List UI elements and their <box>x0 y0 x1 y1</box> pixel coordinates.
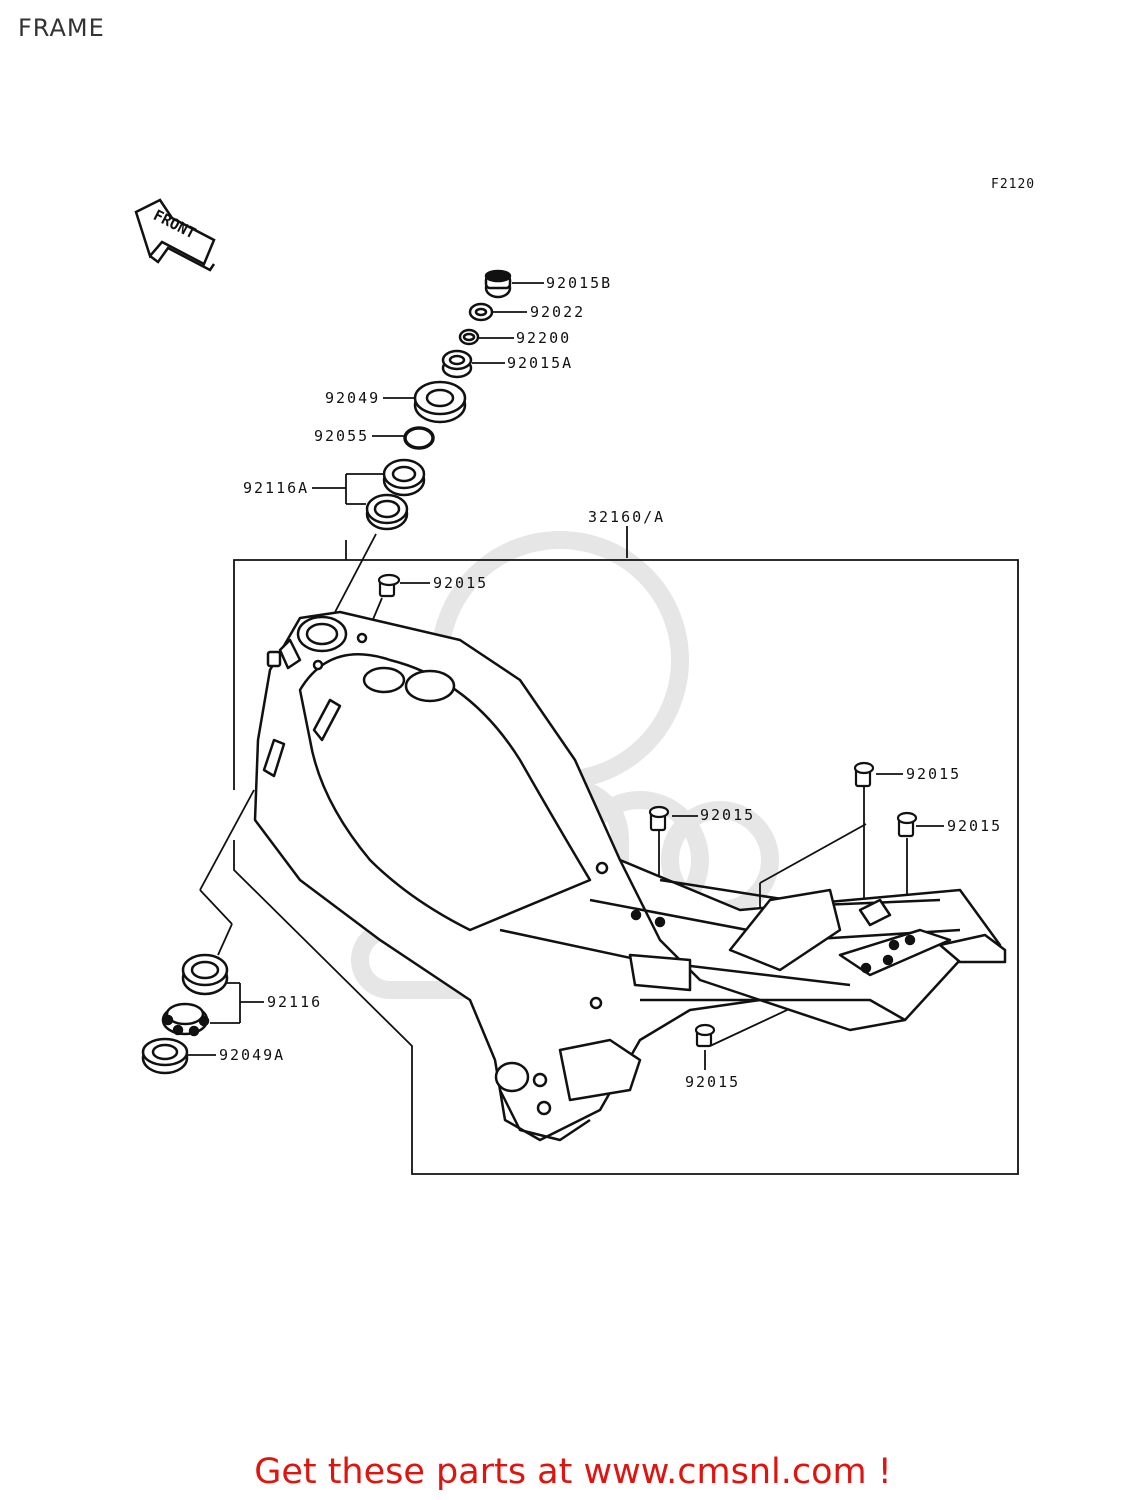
page-title: FRAME <box>18 14 105 42</box>
part-92015a <box>441 349 473 379</box>
bolt-92015-right1 <box>853 761 875 788</box>
part-labels: 92015B 92022 92200 92015A 92049 92055 92… <box>219 274 1002 1091</box>
lower-bearing-parts <box>141 953 229 1075</box>
diagram-code: F2120 <box>991 177 1036 192</box>
bolt-92015-right2 <box>896 811 918 838</box>
label-92116: 92116 <box>267 993 322 1011</box>
label-92015-right2: 92015 <box>947 817 1002 835</box>
label-92049: 92049 <box>325 389 380 407</box>
part-92022 <box>468 302 494 322</box>
label-92015b: 92015B <box>546 274 612 292</box>
label-92200: 92200 <box>516 329 571 347</box>
front-arrow-icon: FRONT <box>134 198 216 272</box>
bolt-92015-mid <box>648 805 670 832</box>
part-92049a <box>141 1037 189 1075</box>
label-32160a: 32160/A <box>588 508 665 526</box>
bolt-92015-top <box>377 573 401 598</box>
part-92116a-upper <box>382 458 426 497</box>
label-92116a: 92116A <box>243 479 309 497</box>
part-92116-bearing <box>161 1002 210 1037</box>
label-92015-mid: 92015 <box>700 806 755 824</box>
part-92049 <box>413 380 467 424</box>
part-92116-race <box>181 953 229 996</box>
motorcycle-frame <box>253 610 1007 1142</box>
part-92116a-lower <box>365 493 409 531</box>
bolt-92015-bottom <box>694 1023 716 1048</box>
footer-cta-link[interactable]: Get these parts at www.cmsnl.com ! <box>254 1452 892 1492</box>
label-92049a: 92049A <box>219 1046 285 1064</box>
label-92015-bottom: 92015 <box>685 1073 740 1091</box>
label-92015a: 92015A <box>507 354 573 372</box>
part-92200 <box>458 328 480 346</box>
part-92055 <box>403 426 435 450</box>
bolts-92015 <box>377 573 918 1048</box>
label-92015-right1: 92015 <box>906 765 961 783</box>
label-92015-top: 92015 <box>433 574 488 592</box>
label-92055: 92055 <box>314 427 369 445</box>
part-92015b <box>484 269 512 299</box>
label-92022: 92022 <box>530 303 585 321</box>
steering-parts <box>365 269 512 531</box>
